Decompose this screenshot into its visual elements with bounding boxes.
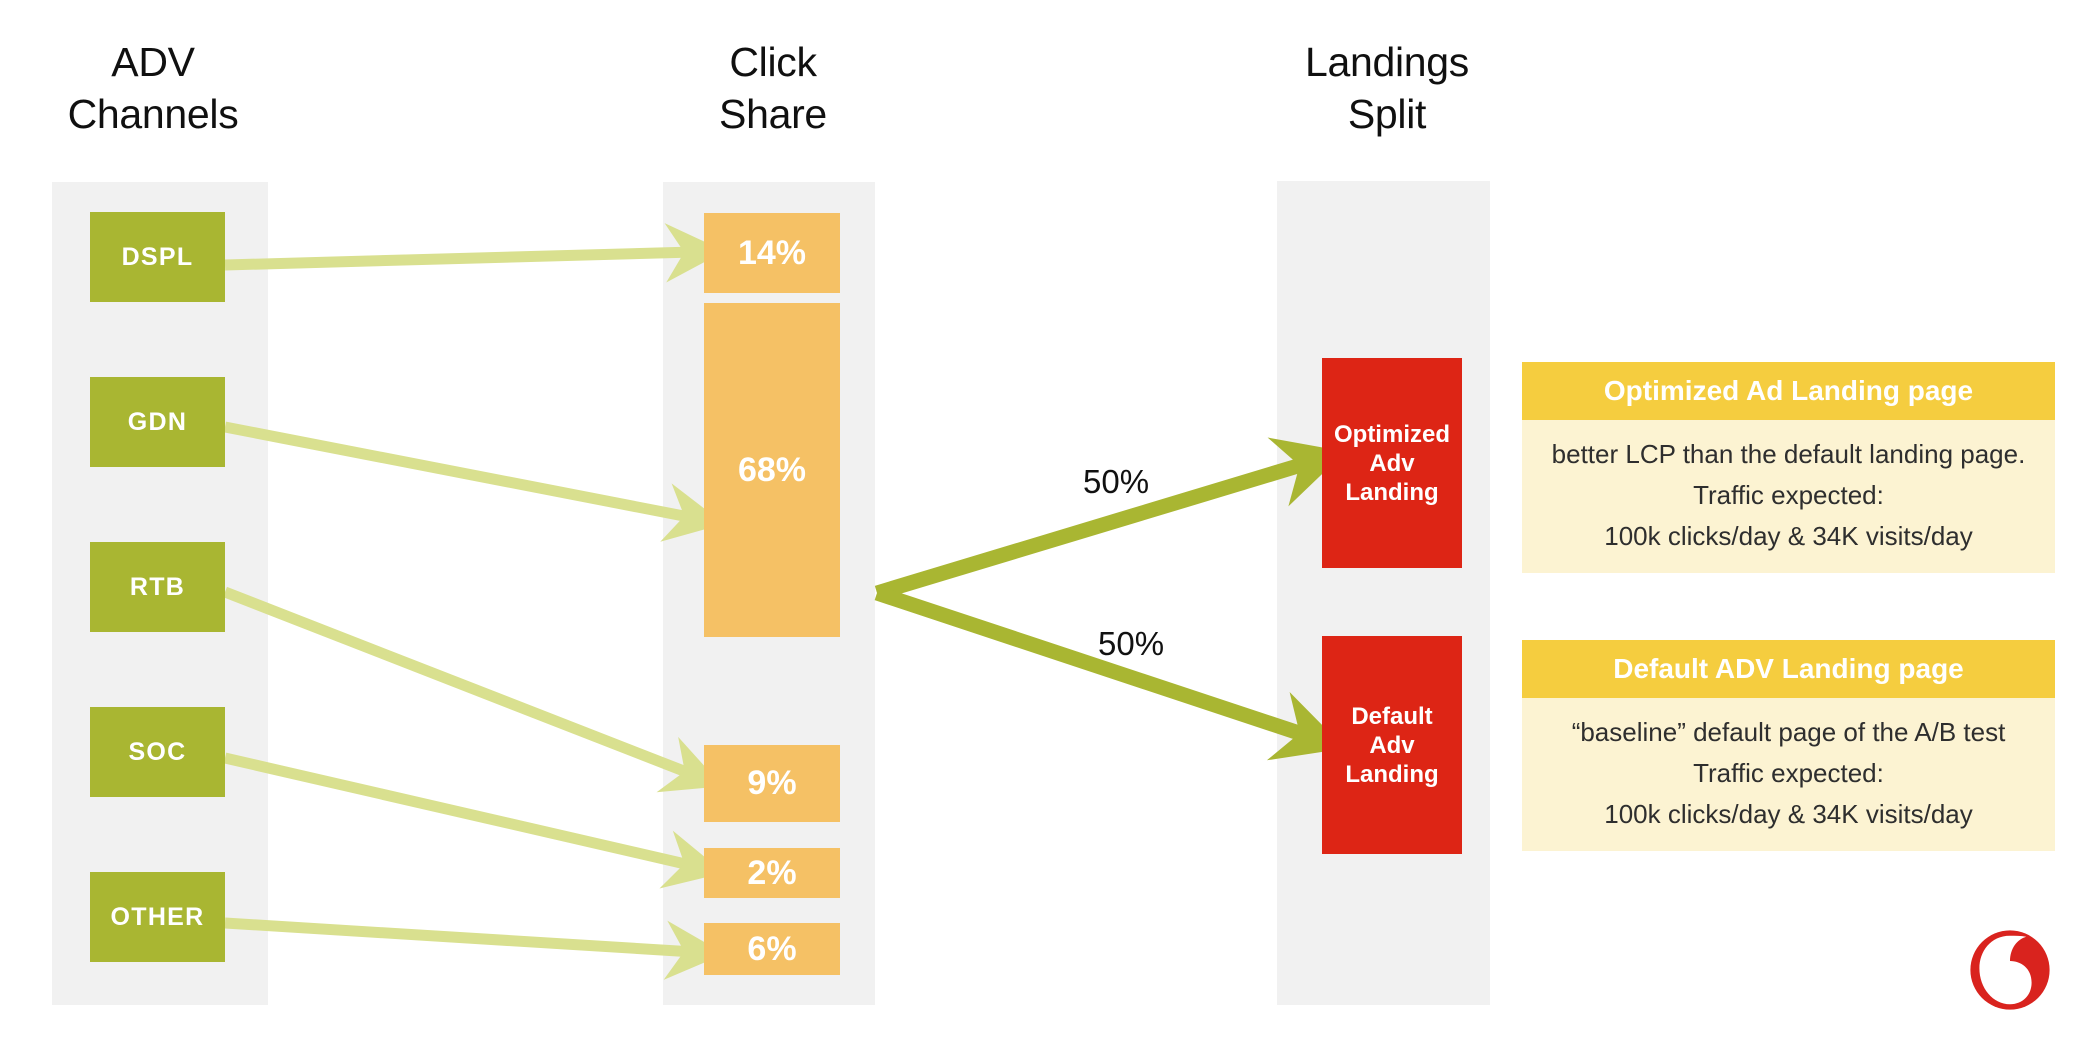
info-panel-title: Optimized Ad Landing page: [1522, 362, 2055, 420]
info-panel-body: better LCP than the default landing page…: [1522, 420, 2055, 573]
split-label-optimized: 50%: [1083, 463, 1150, 500]
info-panel-line-3: 100k clicks/day & 34K visits/day: [1604, 521, 1973, 551]
column-header-click-share: Click Share: [719, 39, 827, 137]
landing-box-default[interactable]: Default Adv Landing: [1322, 636, 1462, 854]
click-share-bar-2[interactable]: 2%: [704, 848, 840, 898]
landing-label: Optimized Adv Landing: [1333, 420, 1450, 506]
channel-label: SOC: [128, 737, 187, 766]
click-share-bar-9[interactable]: 9%: [704, 745, 840, 822]
arrow-dspl-to-14: [224, 223, 725, 283]
arrow-split-to-optimized: [874, 437, 1346, 601]
click-share-value: 68%: [737, 450, 807, 489]
arrow-rtb-to-9: [223, 586, 723, 793]
click-share-bar-68[interactable]: 68%: [704, 303, 840, 637]
info-panel-line-1: “baseline” default page of the A/B test: [1571, 717, 2006, 747]
channel-box-other[interactable]: OTHER: [90, 872, 225, 962]
click-share-value: 14%: [737, 233, 807, 272]
landing-box-optimized[interactable]: Optimized Adv Landing: [1322, 358, 1462, 568]
info-panel-body: “baseline” default page of the A/B test …: [1522, 698, 2055, 851]
arrow-soc-to-2: [223, 752, 725, 889]
vodafone-logo-icon: [1970, 930, 2050, 1010]
click-share-value: 9%: [747, 764, 797, 802]
arrow-other-to-6: [224, 917, 725, 980]
column-header-adv-channels: ADV Channels: [67, 39, 239, 137]
info-panel-line-3: 100k clicks/day & 34K visits/day: [1604, 799, 1973, 829]
channel-box-rtb[interactable]: RTB: [90, 542, 225, 632]
landing-label: Default Adv Landing: [1345, 702, 1439, 788]
info-panel-optimized: Optimized Ad Landing page better LCP tha…: [1522, 362, 2055, 573]
column-header-landings-split: Landings Split: [1304, 39, 1470, 137]
landings-split-band: [1277, 181, 1490, 1005]
click-share-bar-6[interactable]: 6%: [704, 923, 840, 975]
channel-box-soc[interactable]: SOC: [90, 707, 225, 797]
channel-label: DSPL: [121, 242, 194, 271]
info-panel-line-2: Traffic expected:: [1693, 758, 1884, 788]
channel-label: RTB: [129, 572, 186, 601]
click-share-value: 2%: [747, 853, 797, 892]
channel-box-gdn[interactable]: GDN: [90, 377, 225, 467]
channel-box-dspl[interactable]: DSPL: [90, 212, 225, 302]
info-panel-default: Default ADV Landing page “baseline” defa…: [1522, 640, 2055, 851]
arrow-gdn-to-68: [223, 421, 725, 542]
channel-label: OTHER: [110, 902, 205, 931]
arrow-split-to-default: [874, 585, 1346, 761]
split-label-default: 50%: [1098, 625, 1165, 662]
info-panel-line-1: better LCP than the default landing page…: [1551, 439, 2026, 469]
info-panel-line-2: Traffic expected:: [1693, 480, 1884, 510]
click-share-bar-14[interactable]: 14%: [704, 213, 840, 293]
info-panel-title: Default ADV Landing page: [1522, 640, 2055, 698]
click-share-value: 6%: [747, 929, 797, 968]
channel-label: GDN: [127, 407, 188, 436]
